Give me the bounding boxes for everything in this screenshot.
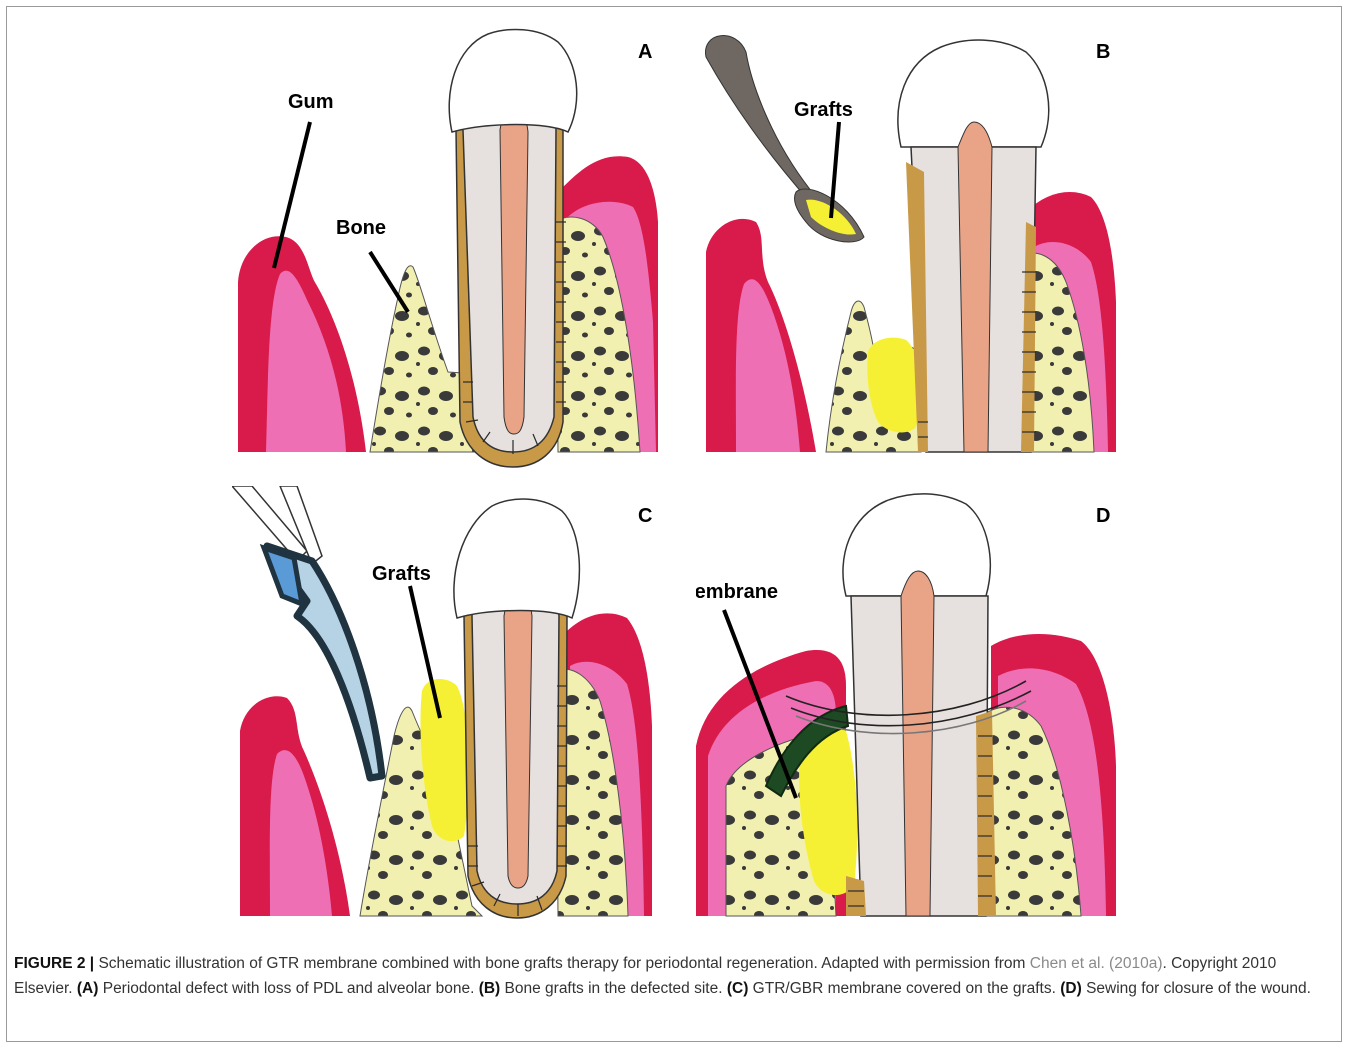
panel-b: Grafts B xyxy=(696,22,1134,472)
figure-caption: FIGURE 2 | Schematic illustration of GTR… xyxy=(14,951,1334,1001)
panel-letter-d: D xyxy=(1096,505,1110,527)
caption-c-label: (C) xyxy=(727,980,749,997)
spoon-icon xyxy=(706,36,864,242)
panel-letter-b: B xyxy=(1096,41,1110,63)
caption-a-text: Periodontal defect with loss of PDL and … xyxy=(98,980,478,997)
panel-d: Membrane D xyxy=(696,486,1134,936)
tooth-icon xyxy=(449,29,577,467)
panel-a: Gum Bone A xyxy=(238,22,676,472)
panel-letter-a: A xyxy=(638,41,652,63)
caption-text-1: Schematic illustration of GTR membrane c… xyxy=(94,955,1030,972)
caption-c-text: GTR/GBR membrane covered on the grafts. xyxy=(748,980,1060,997)
grafts-label-b: Grafts xyxy=(794,99,853,121)
panel-letter-c: C xyxy=(638,505,652,527)
caption-b-label: (B) xyxy=(479,980,501,997)
gum-label: Gum xyxy=(288,91,334,113)
grafts-label-c: Grafts xyxy=(372,563,431,585)
caption-b-text: Bone grafts in the defected site. xyxy=(500,980,727,997)
bone-label: Bone xyxy=(336,217,386,239)
panel-c: Grafts C xyxy=(232,486,676,936)
figure-label: FIGURE 2 | xyxy=(14,955,94,972)
caption-a-label: (A) xyxy=(77,980,99,997)
citation-link[interactable]: Chen et al. (2010a) xyxy=(1030,955,1163,972)
caption-d-text: Sewing for closure of the wound. xyxy=(1082,980,1311,997)
membrane-label: Membrane xyxy=(696,581,778,603)
caption-d-label: (D) xyxy=(1060,980,1082,997)
